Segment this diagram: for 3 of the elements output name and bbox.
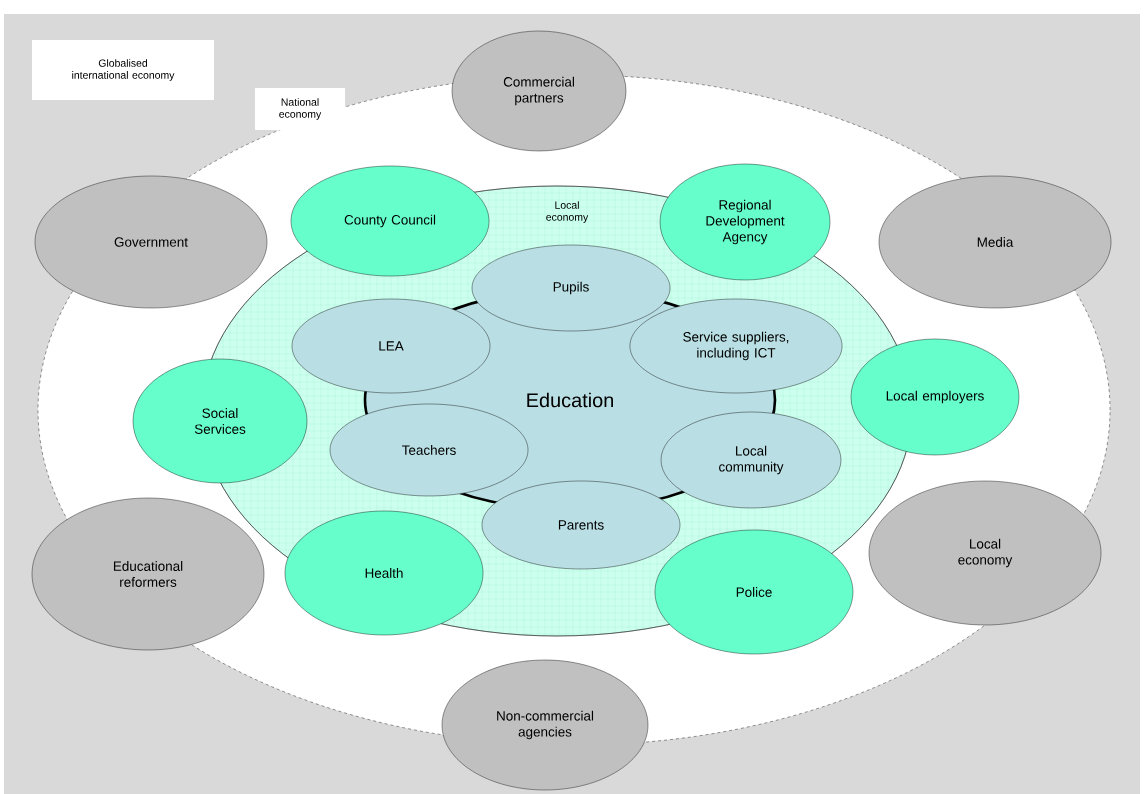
heading-box: Globalised international economy [32,40,214,100]
heading: Local economy [546,201,589,223]
heading-box: National economy [255,88,345,130]
